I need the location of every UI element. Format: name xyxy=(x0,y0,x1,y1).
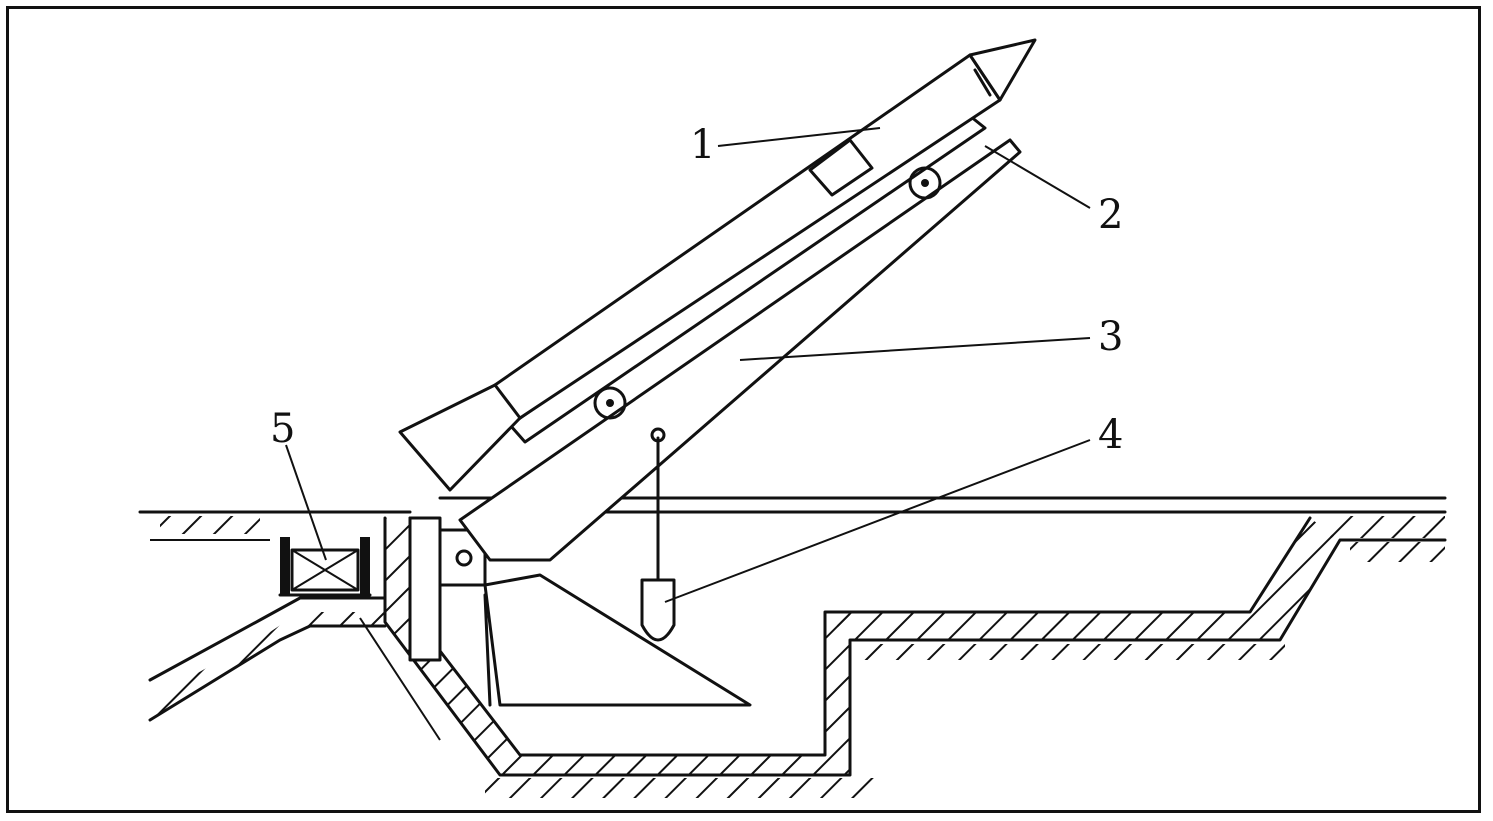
launch-pit xyxy=(383,516,1447,798)
component-3-boom xyxy=(458,138,1022,562)
figure-frame xyxy=(6,6,1481,813)
label-4: 4 xyxy=(1098,412,1123,458)
label-1: 1 xyxy=(690,122,715,168)
component-4-jack xyxy=(640,427,676,642)
label-5: 5 xyxy=(270,406,295,452)
component-2-rail xyxy=(508,110,987,444)
ground-slope-left xyxy=(148,596,441,741)
component-1-missile xyxy=(398,38,1037,492)
leader-lines xyxy=(285,127,1091,603)
label-2: 2 xyxy=(1098,192,1123,238)
support-frame xyxy=(483,573,752,707)
ground-left xyxy=(138,510,412,541)
pit-post xyxy=(408,516,487,662)
component-5-block xyxy=(278,537,372,597)
label-3: 3 xyxy=(1098,314,1123,360)
